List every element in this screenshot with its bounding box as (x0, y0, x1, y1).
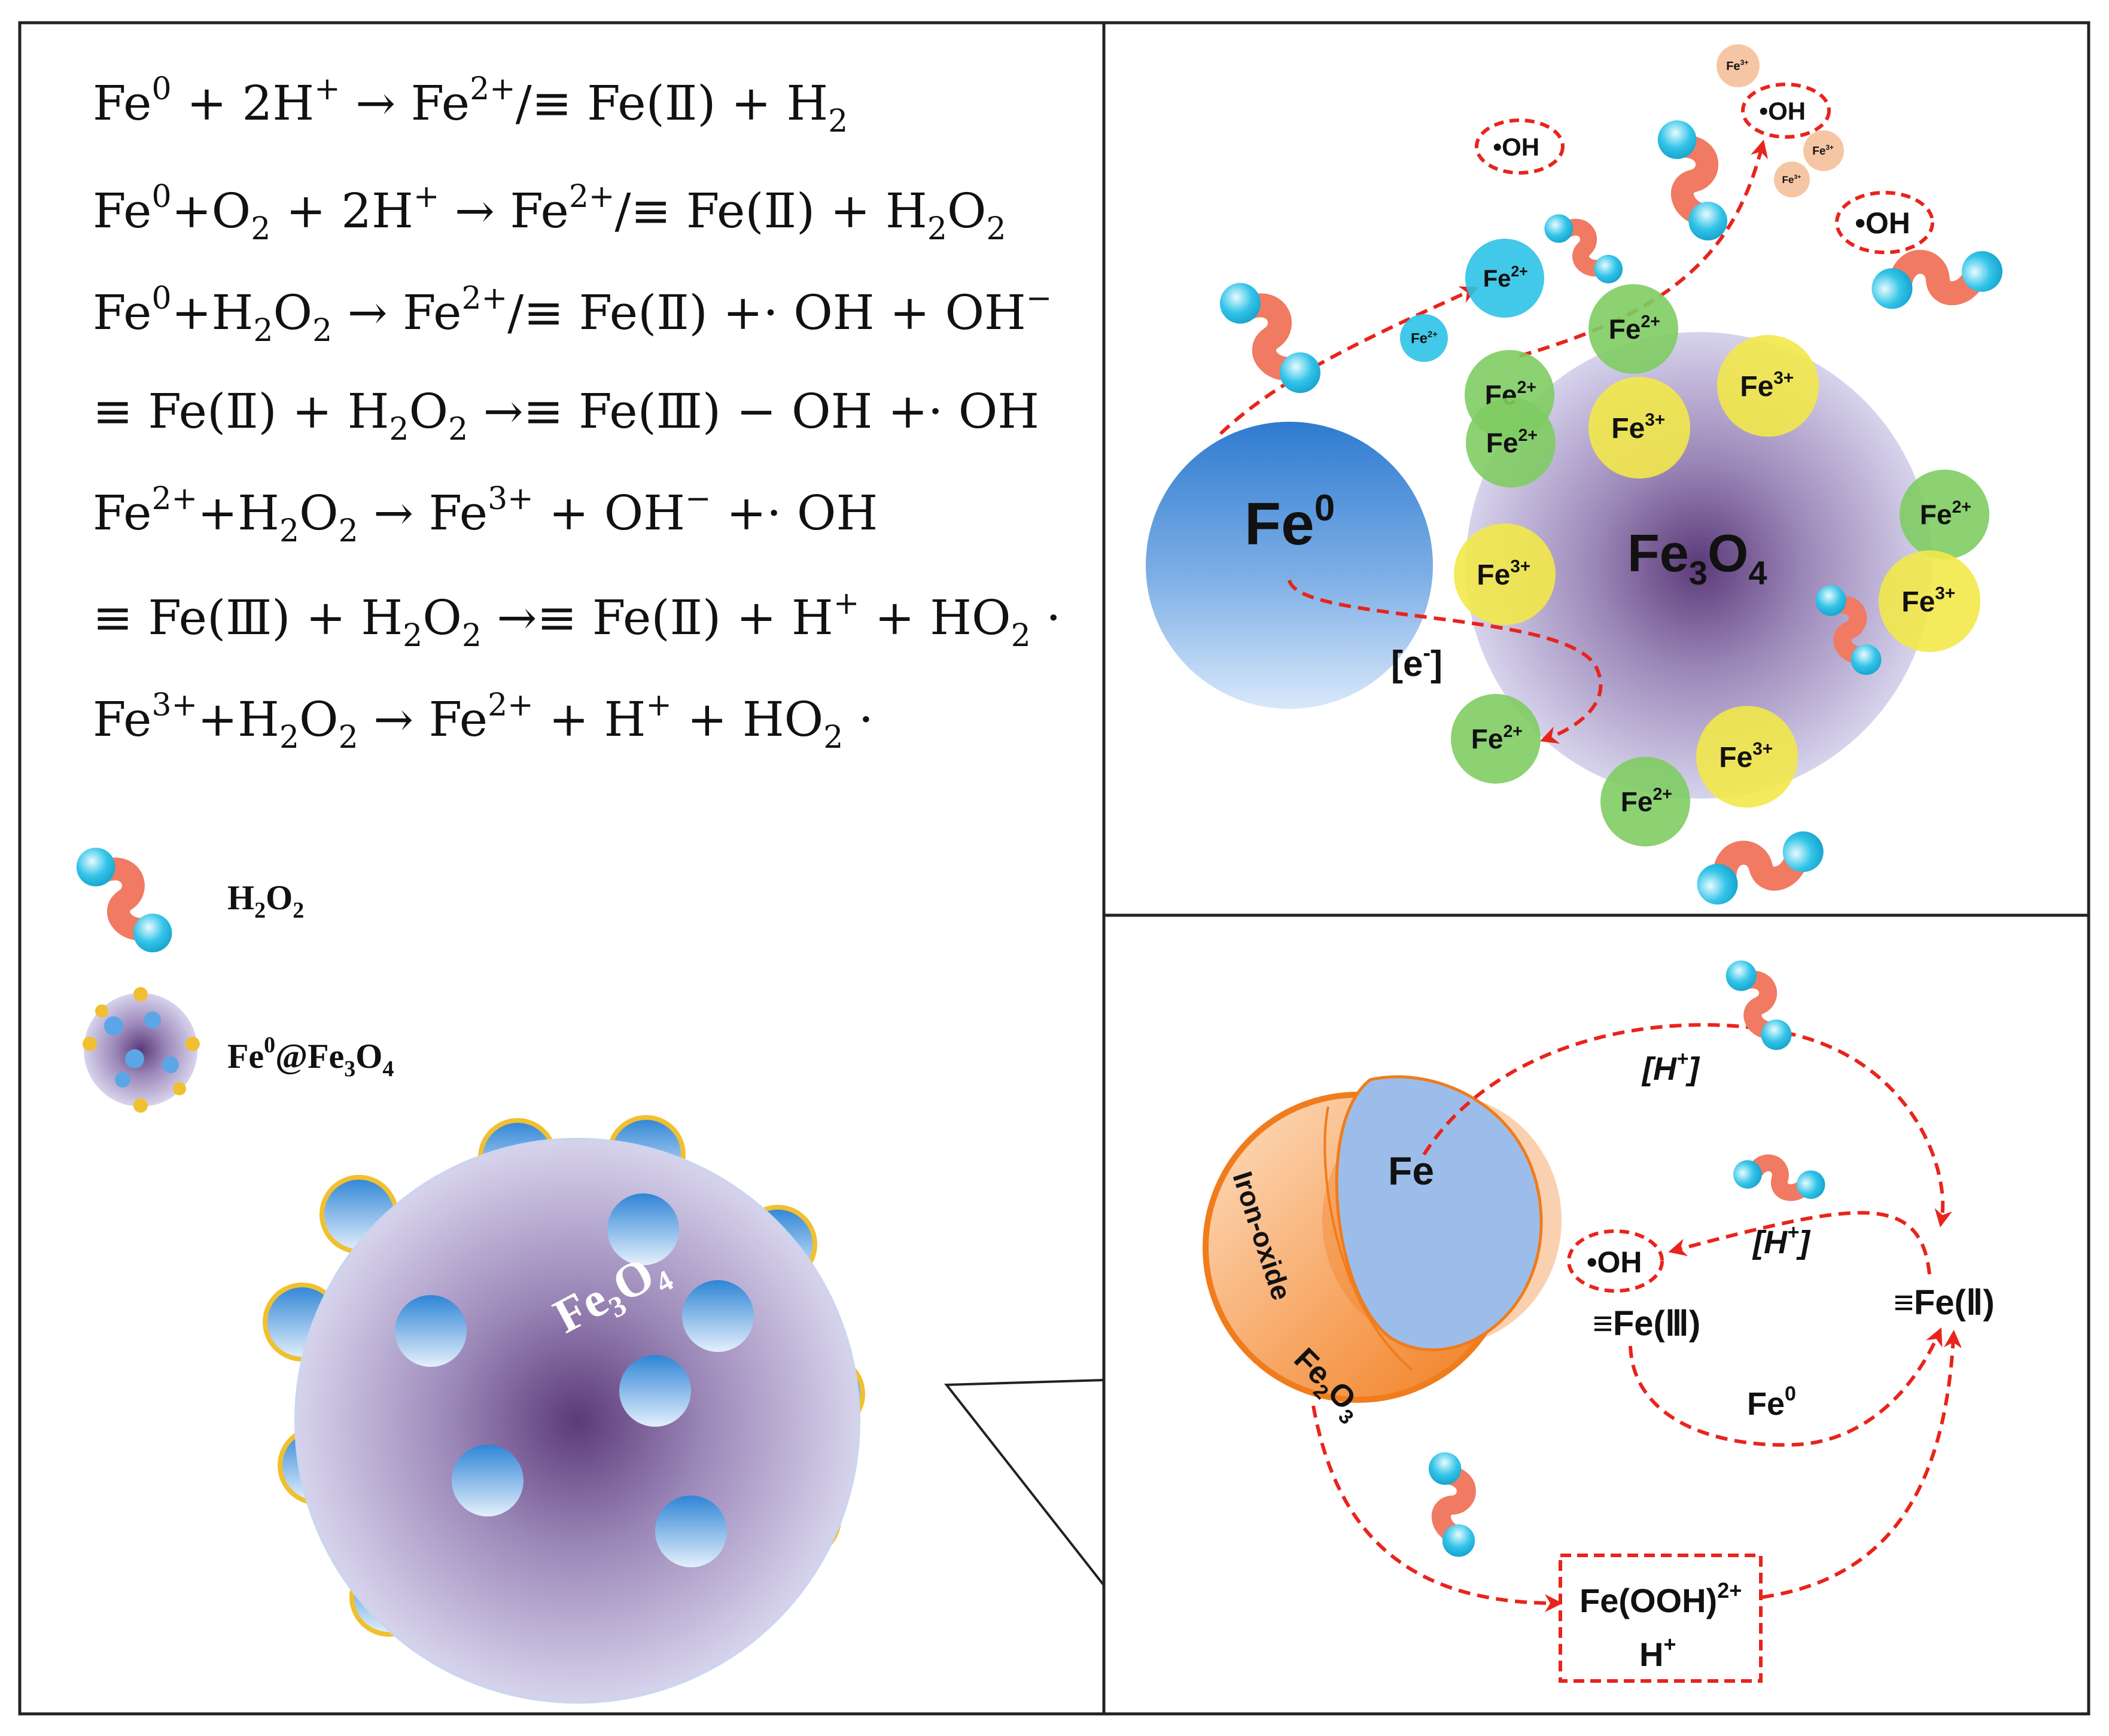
oh-radical: •OH (1741, 83, 1831, 139)
h2o2-molecule-icon (1630, 115, 1755, 246)
fe3-surface-ion: Fe3+ (1588, 377, 1690, 479)
fe3-surface-ion: Fe3+ (1454, 523, 1556, 625)
fe-ooh-label: Fe(OOH)2+ (1580, 1578, 1742, 1619)
fe2-surface-ion: Fe2+ (1588, 284, 1678, 374)
embedded-fe0-dot (395, 1295, 467, 1367)
top-mechanism-panel: Fe0 Fe3O4 [e-] Fe2+ Fe2+ Fe2+ Fe2+ Fe2+ Fe2+ F… (1146, 44, 2010, 934)
fe2-surface-ion: Fe2+ (1466, 398, 1556, 488)
panel-frames (18, 21, 2090, 1716)
equation-7: Fe3++H2O2 → Fe2+ + H+ + HO2 · (93, 687, 874, 756)
h2o2-molecule-icon (1395, 1446, 1509, 1563)
h2o2-molecule-icon (1715, 958, 1803, 1053)
equation-1: Fe0 + 2H+ → Fe2+/≡ Fe(Ⅱ) + H2 (93, 71, 848, 139)
fe0-fe3o4-particle-icon (83, 987, 200, 1113)
complex-box (1559, 1554, 1763, 1683)
electron-label: [e-] (1391, 641, 1442, 684)
fe3-free-ion: Fe3+ (1717, 44, 1760, 87)
fe0-core (1146, 422, 1433, 709)
h-plus-label-2: [H+] (1752, 1221, 1811, 1260)
h2o2-molecule-icon (1542, 205, 1625, 293)
equation-2: Fe0+O2 + 2H+ → Fe2+/≡ Fe(Ⅱ) + H2O2 (93, 179, 1006, 247)
embedded-fe0-dot (619, 1355, 691, 1427)
svg-text:Fe2+: Fe2+ (1609, 312, 1660, 345)
fe3-surface-label: ≡Fe(Ⅲ) (1593, 1304, 1700, 1343)
fe3-free-ion: Fe3+ (1803, 130, 1844, 171)
equation-4: ≡ Fe(Ⅱ) + H2O2 →≡ Fe(Ⅲ) − OH +· OH (93, 383, 1039, 447)
bottom-mechanism-panel: Fe Iron-oxide Fe2O3 [H+] •OH [H+] ≡Fe(Ⅲ)… (1203, 958, 1995, 1683)
svg-text:Fe3+: Fe3+ (1782, 173, 1801, 185)
embedded-fe0-dot (655, 1496, 727, 1567)
svg-text:•OH: •OH (1493, 133, 1539, 161)
fe-core-label: Fe (1388, 1149, 1434, 1193)
embedded-fe0-dot (682, 1280, 754, 1352)
legend-h2o2-label: H2O2 (227, 878, 304, 923)
fe3-surface-ion: Fe3+ (1717, 335, 1819, 437)
fe-core (1335, 1075, 1543, 1352)
legend-particle-label: Fe0@Fe3O4 (227, 1033, 394, 1082)
embedded-fe0-dot (452, 1445, 524, 1516)
svg-text:Fe2+: Fe2+ (1486, 426, 1538, 458)
fe3o4-particle (1466, 332, 1933, 799)
fe3-surface-ion: Fe3+ (1696, 706, 1798, 808)
fe0-reductant-label: Fe0 (1747, 1382, 1796, 1422)
fe3-free-ion: Fe3+ (1774, 162, 1810, 197)
reaction-equations: Fe0 + 2H+ → Fe2+/≡ Fe(Ⅱ) + H2 Fe0+O2 + 2H… (93, 71, 1061, 756)
oh-radical: •OH (1835, 191, 1934, 254)
svg-text:Fe3+: Fe3+ (1611, 410, 1665, 444)
svg-text:Fe3+: Fe3+ (1901, 584, 1955, 618)
fe2-surface-ion: Fe2+ (1600, 757, 1690, 846)
fe2-surface-ion: Fe2+ (1900, 470, 1989, 559)
h-plus-label-1: [H+] (1641, 1047, 1700, 1087)
legend: H2O2 Fe0@Fe3O4 (77, 848, 394, 1113)
complex-to-fe2-arrow (1761, 1330, 1962, 1599)
fe3o4-label: Fe3O4 (1627, 523, 1767, 592)
equation-3: Fe0+H2O2 → Fe2+/≡ Fe(Ⅱ) +· OH + OH− (93, 281, 1052, 349)
fe0-label: Fe0 (1244, 488, 1335, 558)
fe3-to-fe2-arrow (1629, 1327, 1943, 1447)
equation-5: Fe2++H2O2 → Fe3+ + OH− +· OH (93, 481, 878, 549)
fe2-free-ion: Fe2+ (1465, 239, 1544, 318)
svg-text:Fe2+: Fe2+ (1483, 264, 1528, 292)
h-plus-box-label: H+ (1639, 1632, 1676, 1673)
h2o2-molecule-icon (1220, 283, 1320, 393)
svg-text:Fe3+: Fe3+ (1719, 739, 1773, 773)
big-fe0-fe3o4-particle: Fe₃O₄ (263, 1115, 865, 1704)
svg-text:Fe3+: Fe3+ (1477, 557, 1530, 591)
equation-6: ≡ Fe(Ⅲ) + H2O2 →≡ Fe(Ⅱ) + H+ + HO2 · (93, 586, 1061, 654)
svg-text:Fe2+: Fe2+ (1621, 785, 1672, 817)
fe3-surface-ion: Fe3+ (1879, 550, 1980, 652)
oh-radical: •OH (1475, 118, 1565, 175)
fe2-free-ion-small: Fe2+ (1400, 314, 1448, 362)
embedded-fe0-dot (607, 1193, 679, 1265)
fe2-surface-ion: Fe2+ (1451, 694, 1541, 784)
svg-text:Fe3+: Fe3+ (1740, 368, 1794, 403)
svg-text:Fe2+: Fe2+ (1471, 722, 1523, 754)
fe2o3-to-complex-arrow (1311, 1405, 1563, 1612)
h2o2-molecule-icon (77, 848, 172, 952)
svg-text:Fe2+: Fe2+ (1411, 330, 1438, 346)
fe2-release-arrow (1219, 286, 1478, 435)
oh-radical-ring (1567, 1229, 1664, 1293)
fe2-surface-label: ≡Fe(Ⅱ) (1894, 1283, 1995, 1322)
svg-text:Fe3+: Fe3+ (1812, 144, 1834, 158)
svg-text:Fe2+: Fe2+ (1920, 498, 1971, 530)
h2o2-molecule-icon (1727, 1128, 1831, 1232)
fe2-to-oh-arrow (1668, 1211, 1931, 1275)
oh-radical-label: •OH (1587, 1245, 1642, 1279)
svg-text:Fe3+: Fe3+ (1726, 59, 1748, 73)
svg-text:•OH: •OH (1759, 97, 1806, 125)
svg-text:•OH: •OH (1855, 206, 1910, 240)
oh-generation-arrow (1519, 139, 1769, 358)
